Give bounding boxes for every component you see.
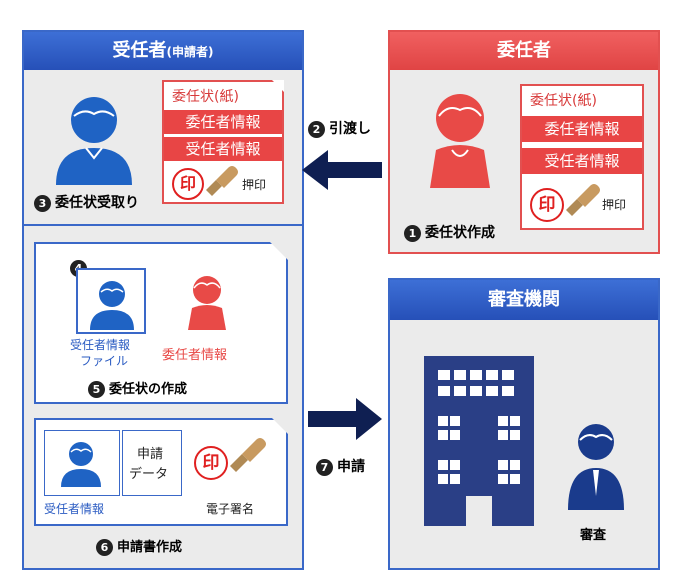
e-signature-hanko-icon	[230, 438, 266, 472]
application-data-label-1: 申請	[137, 447, 164, 462]
letter-row-delegator-original: 委任者情報	[522, 116, 642, 142]
delegator-person-icon	[430, 94, 490, 188]
reviewer-label: 審査	[580, 528, 607, 543]
letter-row-applicant-original: 受任者情報	[522, 148, 642, 174]
letter-row-applicant: 受任者情報	[164, 137, 282, 161]
applicant-file-doc	[76, 268, 146, 334]
seal-label: 押印	[242, 178, 267, 192]
proxy-letter-doc-original: 委任状(紙) 委任者情報 受任者情報 印 押印	[520, 84, 644, 230]
step3-number: 3	[34, 194, 51, 212]
hanko-tool-icon-original	[566, 184, 600, 216]
apply-arrow-icon	[308, 398, 382, 440]
applicant-file-label-2: ファイル	[80, 354, 129, 368]
applicant-file-label-1: 受任者情報	[70, 338, 131, 352]
applicant-title-sub: (申請者)	[166, 45, 214, 59]
letter-title: 委任状(紙)	[172, 89, 239, 105]
handover-arrow-icon	[302, 150, 382, 190]
delegator-panel-header: 委任者	[390, 32, 658, 70]
applicant-person-icon-small	[90, 281, 134, 330]
seal-stamp-icon-original: 印	[530, 188, 564, 222]
letter-row-delegator: 委任者情報	[164, 110, 282, 134]
applicant-info-label: 受任者情報	[44, 502, 105, 516]
applicant-title: 受任者	[112, 40, 167, 61]
reviewer-person-icon	[568, 424, 624, 510]
applicant-panel-header: 受任者(申請者)	[24, 32, 302, 70]
letter-title-original: 委任状(紙)	[530, 93, 597, 109]
application-data-card: 申請 データ	[122, 430, 182, 496]
review-body: 審査	[390, 320, 658, 568]
application-doc: 受任者情報 申請 データ 印 電子署名	[34, 418, 288, 526]
applicant-info-card	[44, 430, 120, 496]
delegator-info-label: 委任者情報	[162, 348, 228, 363]
building-icon	[424, 356, 534, 526]
review-agency-panel: 審査機関 審査	[388, 278, 660, 570]
applicant-person-icon-card	[61, 442, 101, 487]
seal-stamp-icon: 印	[172, 168, 204, 200]
proxy-letter-doc: 委任状(紙) 委任者情報 受任者情報 印 押印	[162, 80, 284, 204]
delegator-person-icon-small	[188, 276, 226, 330]
application-data-label-2: データ	[129, 467, 169, 482]
e-signature-stamp-icon: 印	[194, 446, 228, 480]
e-signature-label: 電子署名	[206, 502, 255, 516]
applicant-person-icon	[56, 97, 132, 185]
seal-label-original: 押印	[602, 198, 627, 212]
hanko-tool-icon	[206, 166, 238, 196]
review-panel-header: 審査機関	[390, 280, 658, 320]
